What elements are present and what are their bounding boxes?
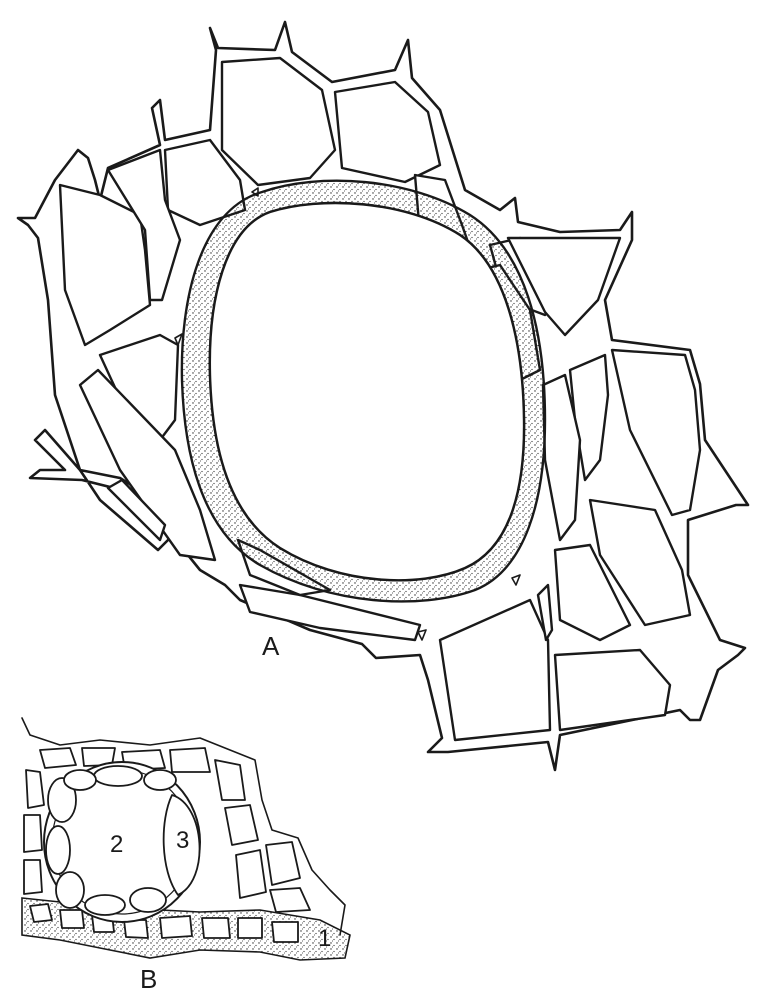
panel-a-label: A: [262, 631, 280, 661]
panel-b-cell: [214, 759, 246, 801]
panel-a-vessel-lumen: [208, 201, 526, 582]
panel-b-cell: [129, 887, 167, 913]
panel-b-region-1-label: 1: [318, 925, 331, 952]
panel-a-cell: [333, 80, 442, 184]
panel-b-cell: [47, 777, 77, 823]
panel-b-cell: [265, 841, 301, 886]
panel-b-cell: [25, 769, 45, 809]
panel-b-cell: [29, 903, 53, 923]
panel-b-cell: [159, 915, 193, 939]
panel-a-cell: [106, 148, 182, 302]
panel-a-pit: [511, 574, 521, 586]
panel-b-label: B: [140, 964, 157, 994]
panel-b-cell: [235, 849, 267, 899]
panel-a-cell: [106, 478, 167, 542]
panel-a-cell: [220, 56, 337, 187]
panel-b-cell: [59, 909, 85, 929]
panel-a-cell: [588, 498, 692, 627]
panel-a-pit: [174, 333, 183, 346]
panel-b-cell: [271, 921, 299, 943]
panel-a-cell: [610, 348, 702, 517]
panel-b-cell: [269, 887, 311, 913]
panel-b-region-2-label: 2: [110, 831, 123, 858]
panel-b-vessel-cells: [45, 765, 177, 916]
panel-b-cell: [201, 917, 231, 939]
panel-b-cell: [45, 825, 71, 875]
panel-a-cell: [58, 183, 152, 347]
panel-a-cell: [541, 373, 582, 542]
panel-b-cell: [143, 769, 177, 791]
panel-b-cell: [237, 917, 263, 939]
panel-b-region-3: [162, 794, 201, 896]
panel-a-cell: [553, 648, 672, 732]
panel-a-pit: [417, 629, 427, 641]
panel-b-region-3-label: 3: [176, 827, 189, 854]
panel-a-cell: [506, 236, 622, 337]
panel-a-cell: [438, 598, 552, 742]
panel-a-cell: [536, 583, 554, 642]
panel-b-cell: [55, 871, 85, 909]
panel-a-outer-network: [16, 20, 750, 772]
panel-b-cell: [39, 747, 77, 769]
panel-b-cell: [84, 894, 126, 916]
panel-b-cell: [63, 769, 97, 791]
panel-b-epidermal-cells: [29, 903, 299, 943]
panel-b-tissue-outline: [21, 717, 346, 936]
panel-a-pit: [251, 187, 259, 197]
panel-b-cell: [224, 804, 259, 846]
panel-a-cell: [553, 543, 632, 642]
panel-b-cell: [169, 747, 211, 773]
panel-b-drawing: [21, 717, 351, 961]
panel-b-cell: [23, 859, 43, 895]
panel-b-cell: [93, 765, 143, 787]
panel-b-cell: [23, 814, 43, 853]
panel-a-drawing: [16, 20, 750, 772]
panel-a-cell: [78, 368, 217, 562]
panel-b-tissue-cells: [23, 747, 311, 913]
